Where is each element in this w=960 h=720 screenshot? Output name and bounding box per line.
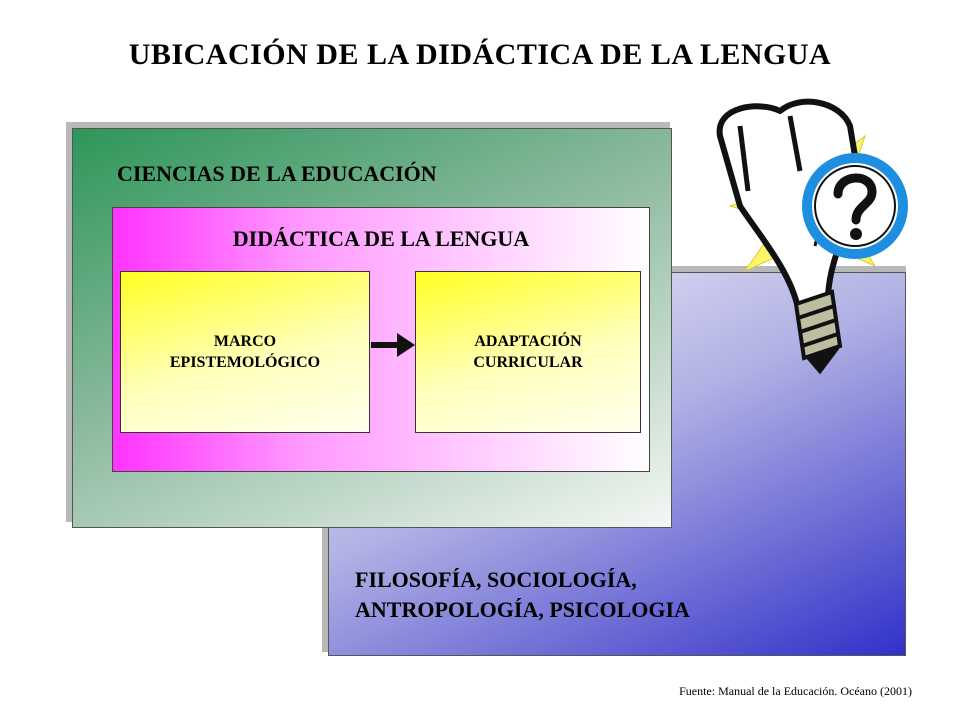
lightbulb-question-icon [716, 98, 908, 375]
source-citation: Fuente: Manual de la Educación. Océano (… [679, 684, 912, 698]
page-title: UBICACIÓN DE LA DIDÁCTICA DE LA LENGUA [128, 38, 832, 71]
curricular-adaptation-label: ADAPTACIÓN CURRICULAR [473, 333, 583, 371]
language-didactics-title: DIDÁCTICA DE LA LENGUA [232, 226, 530, 251]
epistemological-framework-label: MARCO EPISTEMOLÓGICO [169, 333, 321, 371]
education-sciences-title: CIENCIAS DE LA EDUCACIÓN [117, 161, 437, 186]
curricular-adaptation-box: ADAPTACIÓN CURRICULAR [415, 271, 641, 433]
arrow-right-icon [371, 333, 415, 357]
epistemological-framework-box: MARCO EPISTEMOLÓGICO [120, 271, 370, 433]
disciplines-text: FILOSOFÍA, SOCIOLOGÍA, ANTROPOLOGÍA, PSI… [355, 565, 690, 625]
disciplines-line-2: ANTROPOLOGÍA, PSICOLOGIA [355, 597, 690, 622]
disciplines-line-1: FILOSOFÍA, SOCIOLOGÍA, [355, 567, 637, 592]
